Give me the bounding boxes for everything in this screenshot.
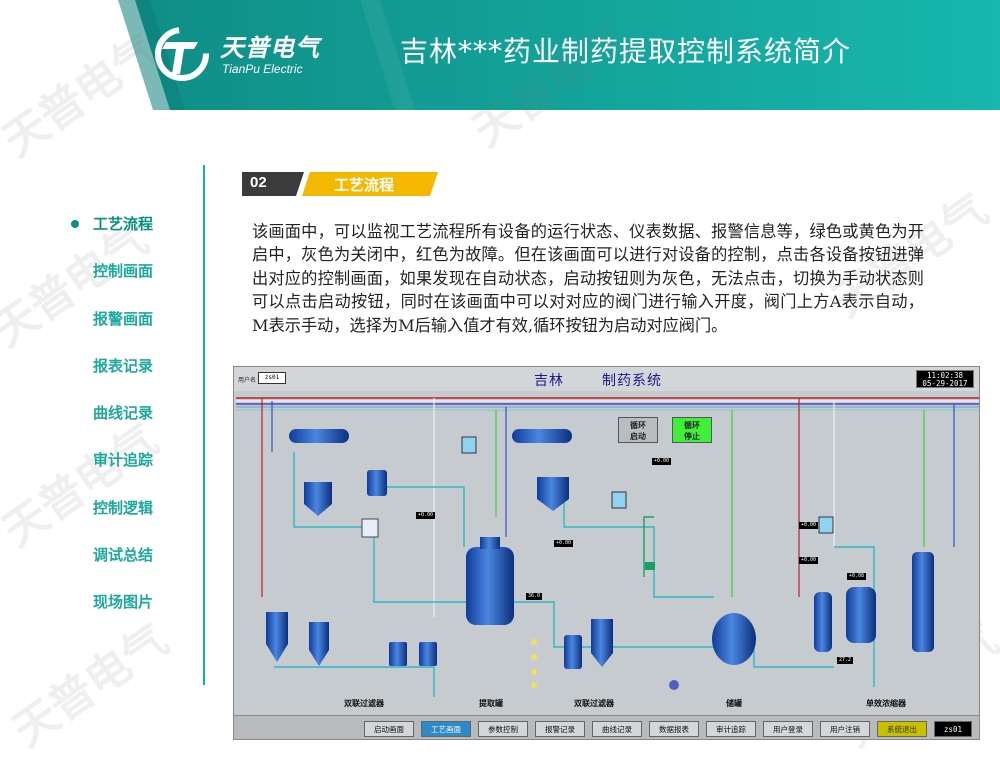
hmi-title-bar bbox=[234, 367, 979, 391]
reading: +0.00 bbox=[652, 458, 672, 465]
reading: +0.00 bbox=[416, 512, 436, 519]
loop-start-button[interactable]: 循环 启动 bbox=[618, 417, 658, 443]
section-label: 工艺流程 bbox=[334, 176, 395, 194]
area-label: 储罐 bbox=[726, 699, 742, 708]
page-title: 吉林***药业制药提取控制系统简介 bbox=[400, 35, 852, 68]
hmi-btn-system-exit[interactable]: 系统退出 bbox=[877, 721, 927, 737]
hmi-btn-user-login[interactable]: 用户登录 bbox=[763, 721, 813, 737]
nav-item-audit-trail[interactable]: 审计追踪 bbox=[93, 451, 154, 470]
nav-item-process-flow[interactable]: 工艺流程 bbox=[60, 212, 200, 259]
hmi-btn-user-logout[interactable]: 用户注销 bbox=[820, 721, 870, 737]
logo-mark-icon bbox=[155, 27, 209, 81]
divider-line bbox=[203, 165, 205, 685]
hmi-btn-start-screen[interactable]: 启动画面 bbox=[364, 721, 414, 737]
header-banner bbox=[118, 0, 1000, 110]
process-diagram bbox=[236, 397, 979, 697]
area-label: 提取罐 bbox=[479, 699, 503, 708]
hmi-btn-process-screen[interactable]: 工艺画面 bbox=[421, 721, 471, 737]
hmi-btn-curve-records[interactable]: 曲线记录 bbox=[592, 721, 642, 737]
area-label: 单效浓缩器 bbox=[866, 699, 906, 708]
nav-item-report-records[interactable]: 报表记录 bbox=[93, 356, 154, 375]
bullet-icon bbox=[71, 220, 79, 228]
brand-name: 天普电气 bbox=[220, 34, 320, 62]
area-label: 双联过滤器 bbox=[344, 699, 384, 708]
reading: +0.00 bbox=[554, 540, 574, 547]
hmi-title: 吉林制药系统 bbox=[534, 373, 662, 389]
nav-item-control-logic[interactable]: 控制逻辑 bbox=[93, 498, 154, 517]
nav-item-control-screen[interactable]: 控制画面 bbox=[93, 262, 154, 281]
hmi-current-user: zs01 bbox=[934, 721, 972, 737]
section-tag: 02 工艺流程 bbox=[242, 172, 442, 196]
reading: +0.08 bbox=[847, 573, 867, 580]
hmi-btn-data-report[interactable]: 数据报表 bbox=[649, 721, 699, 737]
section-number: 02 bbox=[250, 174, 267, 191]
reading: 36.0 bbox=[526, 593, 543, 600]
hmi-user-label: 用户名 bbox=[238, 377, 257, 384]
brand-logo: 天普电气 TianPu Electric bbox=[150, 22, 350, 92]
reading: 27.2 bbox=[837, 657, 854, 664]
hmi-btn-parameter-control[interactable]: 参数控制 bbox=[478, 721, 528, 737]
description-text: 该画面中，可以监视工艺流程所有设备的运行状态、仪表数据、报警信息等，绿色或黄色为… bbox=[252, 222, 924, 335]
nav-item-site-photos[interactable]: 现场图片 bbox=[93, 593, 154, 612]
hmi-user-field[interactable]: zs01 bbox=[258, 372, 286, 384]
reading: +0.00 bbox=[799, 557, 819, 564]
nav-item-debug-summary[interactable]: 调试总结 bbox=[93, 546, 154, 565]
side-nav: 工艺流程 控制画面 报警画面 报表记录 曲线记录 审计追踪 控制逻辑 调试总结 … bbox=[60, 212, 200, 638]
loop-stop-button[interactable]: 循环 停止 bbox=[672, 417, 712, 443]
nav-item-curve-records[interactable]: 曲线记录 bbox=[93, 404, 154, 423]
area-label: 双联过滤器 bbox=[574, 699, 614, 708]
nav-item-alarm-screen[interactable]: 报警画面 bbox=[93, 309, 154, 328]
brand-sub: TianPu Electric bbox=[222, 62, 303, 76]
section-tag-shape bbox=[242, 172, 438, 196]
hmi-btn-alarm-records[interactable]: 报警记录 bbox=[535, 721, 585, 737]
hmi-btn-audit-trail[interactable]: 审计追踪 bbox=[706, 721, 756, 737]
reading: +0.00 bbox=[799, 522, 819, 529]
